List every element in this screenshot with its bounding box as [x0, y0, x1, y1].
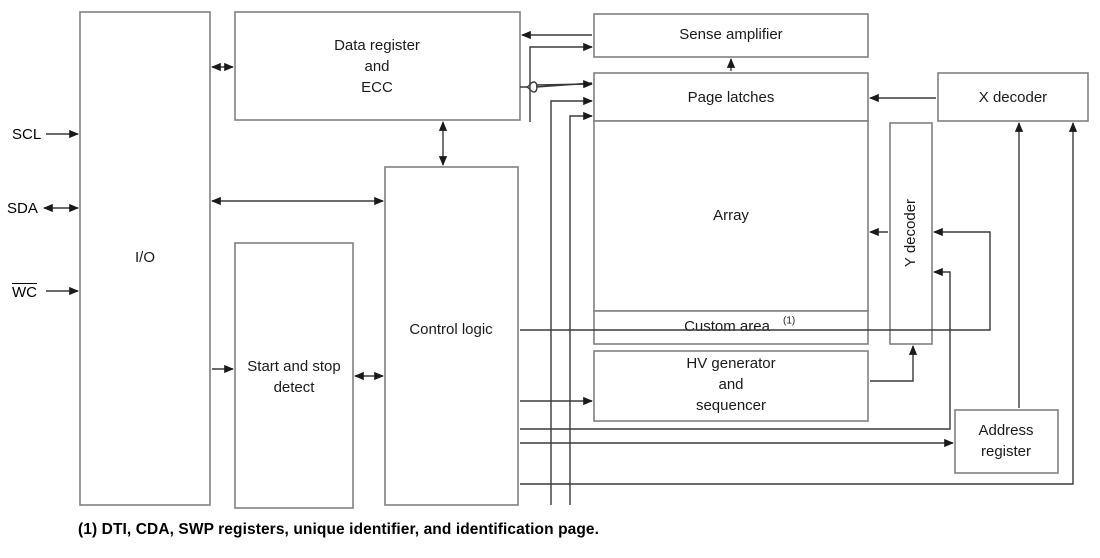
block-address-register[interactable]: Address register	[954, 409, 1059, 474]
block-sense-amplifier[interactable]: Sense amplifier	[593, 13, 869, 58]
block-control-logic-label: Control logic	[409, 321, 493, 338]
wire-control-logic-to-page-latches-2	[550, 96, 593, 505]
block-data-register-ecc-line-3: ECC	[361, 79, 393, 96]
wire-control-logic-to-page-latches-1	[535, 80, 593, 89]
block-array-rect	[593, 120, 869, 312]
block-data-register-ecc-line-2: and	[364, 58, 389, 75]
block-data-register-ecc[interactable]: Data register and ECC	[234, 11, 521, 121]
wire-hv-generator-to-y-decoder	[870, 345, 918, 382]
block-custom-area-superscript: (1)	[783, 316, 795, 327]
block-address-register-line-1: Address	[978, 422, 1033, 439]
block-y-decoder-rect	[889, 122, 933, 345]
block-array-label: Array	[713, 207, 749, 224]
wire-control-logic-to-y-decoder-1	[520, 227, 991, 331]
block-hv-generator-line-3: sequencer	[696, 397, 766, 414]
block-custom-area-label: Custom area	[684, 318, 771, 335]
block-start-stop-detect-line-2: detect	[274, 379, 316, 396]
block-start-stop-detect-rect	[234, 242, 354, 509]
block-page-latches-label: Page latches	[688, 89, 775, 106]
block-control-logic[interactable]: Control logic	[384, 166, 519, 506]
block-sense-amplifier-rect	[593, 13, 869, 58]
block-io[interactable]: I/O	[79, 11, 211, 506]
wire-data-register-to-sense-amplifier	[529, 42, 593, 122]
block-custom-area-rect	[593, 310, 869, 345]
block-x-decoder-rect	[937, 72, 1089, 122]
block-x-decoder-label: X decoder	[979, 89, 1047, 106]
block-custom-area[interactable]: Custom area (1)	[593, 310, 869, 345]
block-control-logic-rect	[384, 166, 519, 506]
wire-control-logic-to-page-latches-3	[569, 111, 593, 505]
block-io-label: I/O	[135, 249, 155, 266]
block-sense-amplifier-label: Sense amplifier	[679, 26, 782, 43]
block-start-stop-detect-line-1: Start and stop	[247, 358, 340, 375]
block-address-register-line-2: register	[981, 443, 1031, 460]
pin-label-scl-text: SCL	[12, 126, 42, 143]
pin-label-wc: WC	[12, 283, 37, 302]
block-page-latches[interactable]: Page latches	[593, 72, 869, 122]
pin-label-scl: SCL	[12, 126, 41, 144]
pin-label-sda-text: SDA	[7, 200, 38, 217]
pin-label-wc-text: WC	[12, 283, 37, 301]
block-y-decoder[interactable]: Y decoder	[889, 122, 933, 345]
block-io-rect	[79, 11, 211, 506]
block-hv-generator-line-2: and	[718, 376, 743, 393]
block-address-register-rect	[954, 409, 1059, 474]
block-hv-generator-line-1: HV generator	[686, 355, 775, 372]
block-data-register-ecc-rect	[234, 11, 521, 121]
block-array[interactable]: Array	[593, 120, 869, 312]
wire-control-logic-to-x-decoder	[520, 122, 1078, 485]
wire-control-logic-to-y-decoder-2	[520, 267, 951, 430]
pin-label-sda: SDA	[7, 200, 38, 218]
block-hv-generator-sequencer-rect	[593, 350, 869, 422]
figure-footnote: (1) DTI, CDA, SWP registers, unique iden…	[78, 521, 600, 538]
block-y-decoder-label: Y decoder	[902, 199, 919, 267]
block-data-register-ecc-line-1: Data register	[334, 37, 420, 54]
block-hv-generator-sequencer[interactable]: HV generator and sequencer	[593, 350, 869, 422]
block-x-decoder[interactable]: X decoder	[937, 72, 1089, 122]
block-start-stop-detect[interactable]: Start and stop detect	[234, 242, 354, 509]
